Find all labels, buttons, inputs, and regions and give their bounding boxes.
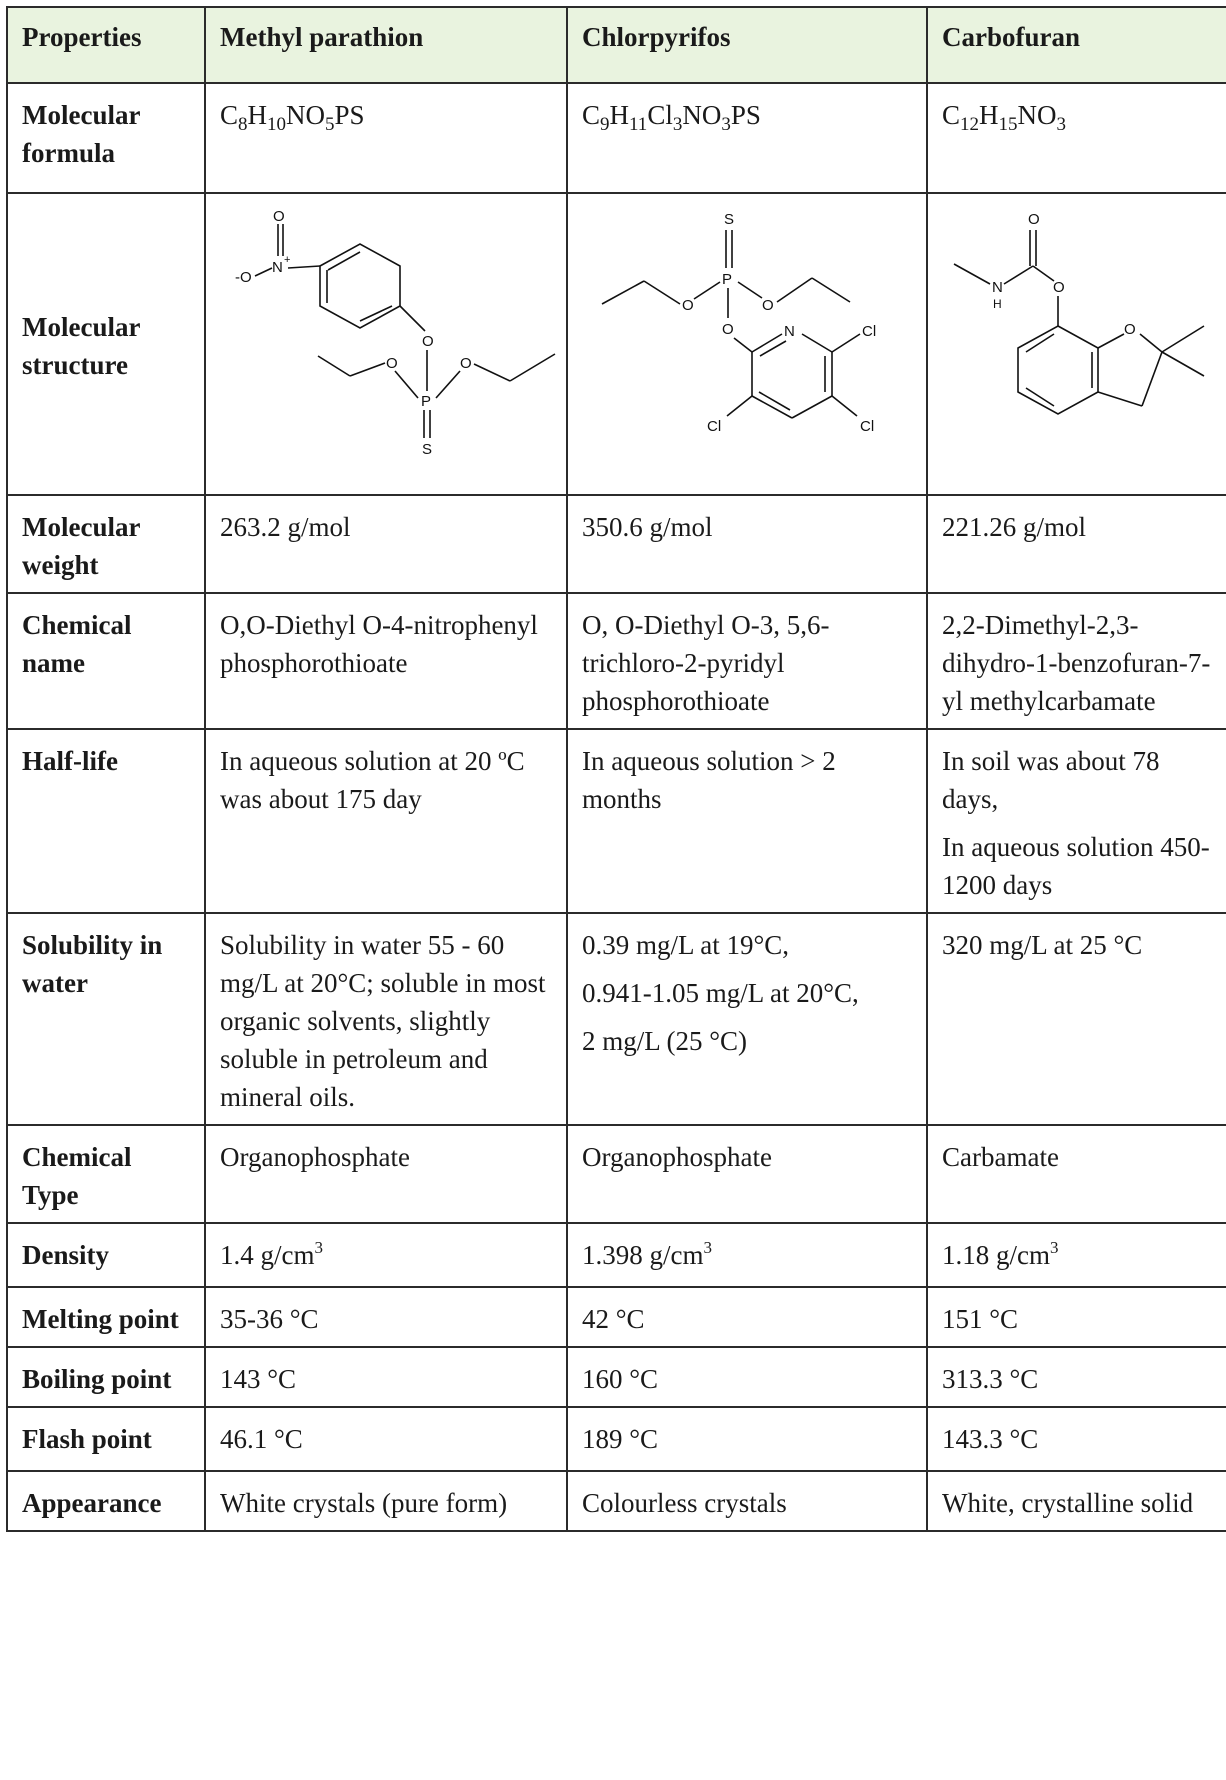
- header-carbofuran: Carbofuran: [926, 6, 1226, 84]
- label-melting-point: Melting point: [6, 1286, 206, 1348]
- label-molecular-formula: Molecular formula: [6, 82, 206, 194]
- svg-text:Cl: Cl: [862, 323, 876, 340]
- boiling-carbofuran: 313.3 °C: [926, 1346, 1226, 1408]
- formula-chlorpyrifos: C9H11Cl3NO3PS: [566, 82, 928, 194]
- name-carbofuran: 2,2-Dimethyl-2,3-dihydro-1-benzofuran-7-…: [926, 592, 1226, 730]
- flash-chlorpyrifos: 189 °C: [566, 1406, 928, 1472]
- label-molecular-structure: Molecular structure: [6, 192, 206, 496]
- solubility-chlorpyrifos-1: 0.39 mg/L at 19°C,: [582, 930, 790, 960]
- header-methyl-parathion: Methyl parathion: [204, 6, 568, 84]
- density-carbofuran: 1.18 g/cm3: [926, 1222, 1226, 1288]
- svg-text:N: N: [784, 323, 795, 340]
- svg-text:O: O: [682, 297, 694, 314]
- svg-text:O: O: [1053, 279, 1065, 296]
- melting-carbofuran: 151 °C: [926, 1286, 1226, 1348]
- svg-text:N: N: [272, 259, 283, 276]
- svg-text:H: H: [993, 297, 1002, 311]
- svg-text:N: N: [992, 279, 1003, 296]
- svg-text:O: O: [422, 333, 434, 350]
- label-molecular-weight: Molecular weight: [6, 494, 206, 594]
- header-properties: Properties: [6, 6, 206, 84]
- label-flash-point: Flash point: [6, 1406, 206, 1472]
- label-boiling-point: Boiling point: [6, 1346, 206, 1408]
- type-methyl-parathion: Organophosphate: [204, 1124, 568, 1224]
- half-life-methyl-parathion: In aqueous solution at 20 ºC was about 1…: [204, 728, 568, 914]
- structure-carbofuran: O N H O O: [926, 192, 1226, 496]
- appearance-chlorpyrifos: Colourless crystals: [566, 1470, 928, 1532]
- svg-text:O: O: [273, 208, 285, 225]
- formula-methyl-parathion: C8H10NO5PS: [204, 82, 568, 194]
- row-molecular-formula: Molecular formula C8H10NO5PS C9H11Cl3NO3…: [6, 82, 1226, 194]
- label-half-life: Half-life: [6, 728, 206, 914]
- formula-carbofuran: C12H15NO3: [926, 82, 1226, 194]
- row-boiling-point: Boiling point 143 °C 160 °C 313.3 °C: [6, 1346, 1226, 1408]
- row-chemical-name: Chemical name O,O-Diethyl O-4-nitropheny…: [6, 592, 1226, 730]
- svg-text:O: O: [386, 355, 398, 372]
- svg-text:P: P: [421, 393, 431, 410]
- row-chemical-type: Chemical Type Organophosphate Organophos…: [6, 1124, 1226, 1224]
- half-life-carbofuran-aqueous: In aqueous solution 450-1200 days: [942, 832, 1210, 900]
- name-chlorpyrifos: O, O-Diethyl O-3, 5,6-trichloro-2-pyridy…: [566, 592, 928, 730]
- solubility-chlorpyrifos: 0.39 mg/L at 19°C, 0.941-1.05 mg/L at 20…: [566, 912, 928, 1126]
- melting-chlorpyrifos: 42 °C: [566, 1286, 928, 1348]
- appearance-carbofuran: White, crystalline solid: [926, 1470, 1226, 1532]
- row-appearance: Appearance White crystals (pure form) Co…: [6, 1470, 1226, 1532]
- svg-text:S: S: [724, 211, 734, 228]
- solubility-methyl-parathion: Solubility in water 55 - 60 mg/L at 20°C…: [204, 912, 568, 1126]
- half-life-carbofuran-soil: In soil was about 78 days,: [942, 746, 1160, 814]
- type-carbofuran: Carbamate: [926, 1124, 1226, 1224]
- svg-text:Cl: Cl: [707, 418, 721, 435]
- boiling-chlorpyrifos: 160 °C: [566, 1346, 928, 1408]
- row-flash-point: Flash point 46.1 °C 189 °C 143.3 °C: [6, 1406, 1226, 1472]
- row-solubility: Solubility in water Solubility in water …: [6, 912, 1226, 1126]
- svg-text:O: O: [762, 297, 774, 314]
- label-solubility: Solubility in water: [6, 912, 206, 1126]
- label-density: Density: [6, 1222, 206, 1288]
- properties-table: Properties Methyl parathion Chlorpyrifos…: [6, 6, 1226, 1532]
- weight-carbofuran: 221.26 g/mol: [926, 494, 1226, 594]
- boiling-methyl-parathion: 143 °C: [204, 1346, 568, 1408]
- solubility-chlorpyrifos-2: 0.941-1.05 mg/L at 20°C,: [582, 978, 859, 1008]
- label-chemical-name: Chemical name: [6, 592, 206, 730]
- half-life-carbofuran: In soil was about 78 days, In aqueous so…: [926, 728, 1226, 914]
- weight-chlorpyrifos: 350.6 g/mol: [566, 494, 928, 594]
- structure-methyl-parathion: O N + -O O P S O: [204, 192, 568, 496]
- flash-methyl-parathion: 46.1 °C: [204, 1406, 568, 1472]
- density-methyl-parathion: 1.4 g/cm3: [204, 1222, 568, 1288]
- svg-text:P: P: [722, 271, 732, 288]
- type-chlorpyrifos: Organophosphate: [566, 1124, 928, 1224]
- svg-text:S: S: [422, 441, 432, 458]
- weight-methyl-parathion: 263.2 g/mol: [204, 494, 568, 594]
- svg-text:O: O: [722, 321, 734, 338]
- flash-carbofuran: 143.3 °C: [926, 1406, 1226, 1472]
- density-chlorpyrifos: 1.398 g/cm3: [566, 1222, 928, 1288]
- header-row: Properties Methyl parathion Chlorpyrifos…: [6, 6, 1226, 84]
- svg-text:-O: -O: [235, 269, 252, 286]
- chlorpyrifos-structure-image: S P O O O N: [601, 211, 876, 435]
- header-chlorpyrifos: Chlorpyrifos: [566, 6, 928, 84]
- name-methyl-parathion: O,O-Diethyl O-4-nitrophenyl phosphorothi…: [204, 592, 568, 730]
- row-melting-point: Melting point 35-36 °C 42 °C 151 °C: [6, 1286, 1226, 1348]
- svg-text:O: O: [460, 355, 472, 372]
- carbofuran-structure-image: O N H O O: [953, 211, 1205, 415]
- row-half-life: Half-life In aqueous solution at 20 ºC w…: [6, 728, 1226, 914]
- solubility-chlorpyrifos-3: 2 mg/L (25 °C): [582, 1026, 748, 1056]
- half-life-chlorpyrifos: In aqueous solution > 2 months: [566, 728, 928, 914]
- svg-text:O: O: [1028, 211, 1040, 228]
- row-molecular-weight: Molecular weight 263.2 g/mol 350.6 g/mol…: [6, 494, 1226, 594]
- svg-text:Cl: Cl: [860, 418, 874, 435]
- solubility-carbofuran: 320 mg/L at 25 °C: [926, 912, 1226, 1126]
- methyl-parathion-structure-image: O N + -O O P S O: [235, 208, 556, 458]
- label-appearance: Appearance: [6, 1470, 206, 1532]
- appearance-methyl-parathion: White crystals (pure form): [204, 1470, 568, 1532]
- structure-chlorpyrifos: S P O O O N: [566, 192, 928, 496]
- svg-text:+: +: [284, 254, 290, 266]
- row-molecular-structure: Molecular structure O N + -O O P: [6, 192, 1226, 496]
- melting-methyl-parathion: 35-36 °C: [204, 1286, 568, 1348]
- label-chemical-type: Chemical Type: [6, 1124, 206, 1224]
- svg-text:O: O: [1124, 321, 1136, 338]
- row-density: Density 1.4 g/cm3 1.398 g/cm3 1.18 g/cm3: [6, 1222, 1226, 1288]
